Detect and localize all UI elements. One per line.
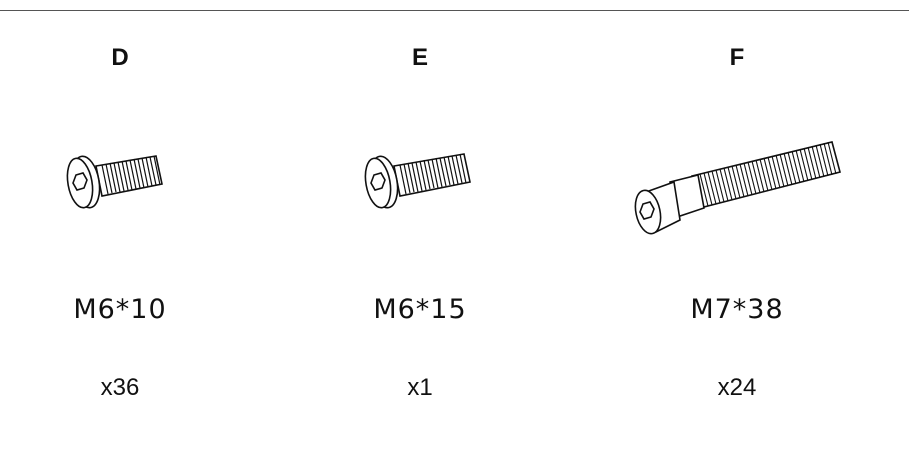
part-letter: D (111, 44, 129, 71)
part-spec: M7*38 (690, 294, 784, 325)
part-letter: E (411, 44, 428, 71)
part-quantity: x24 (717, 374, 757, 401)
part-column-d: D M6*10 x36 (22, 0, 218, 455)
long-hex-bolt-icon (634, 141, 841, 235)
part-column-f: F (622, 0, 852, 455)
part-column-e: E M6*15 x1 (322, 0, 518, 455)
part-spec: M6*15 (373, 294, 467, 325)
top-divider (0, 10, 909, 11)
short-hex-bolt-icon (364, 153, 471, 209)
short-hex-bolt-icon (66, 155, 163, 209)
part-quantity: x36 (100, 374, 140, 401)
part-quantity: x1 (407, 374, 433, 401)
part-letter: F (729, 44, 745, 71)
part-spec: M6*10 (73, 294, 167, 325)
